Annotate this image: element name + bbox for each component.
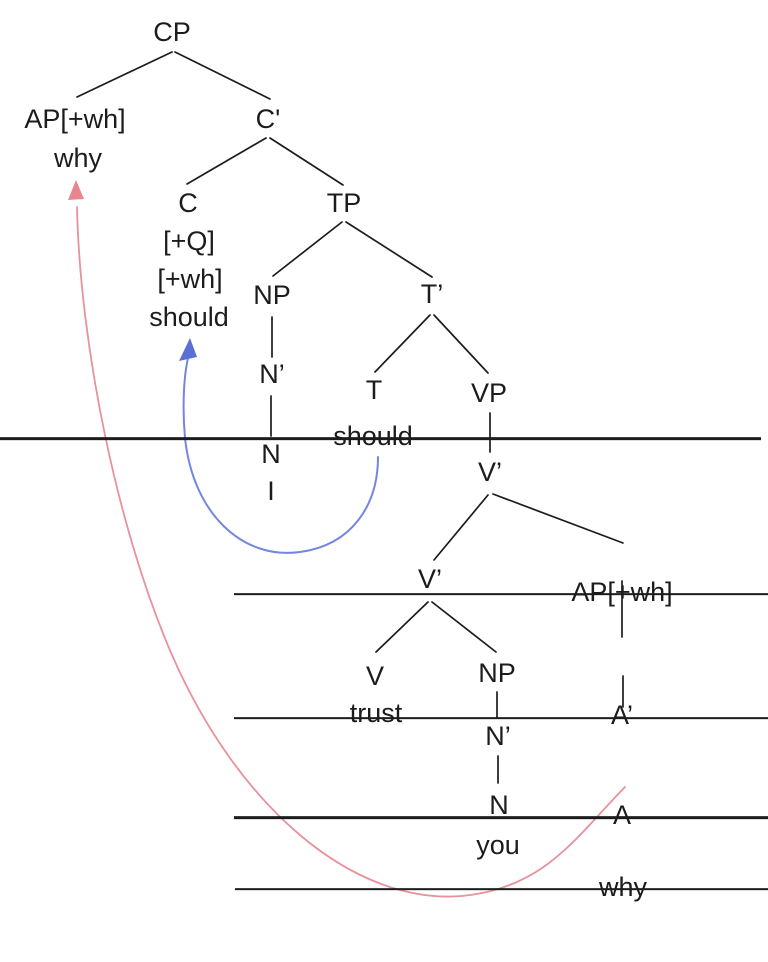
node-c-bar: C': [255, 104, 281, 135]
trace-a-bar: A’: [234, 701, 768, 732]
edge-vbar-v: [375, 601, 429, 653]
t-to-c-arrowhead-icon: [179, 338, 197, 361]
node-n-bar-subject: N’: [259, 359, 285, 390]
wh-movement-arrow: [76, 206, 626, 898]
node-vp: VP: [470, 378, 508, 409]
edge-cp-cbar: [174, 51, 271, 100]
node-cp: CP: [153, 17, 191, 48]
node-tp: TP: [326, 188, 362, 219]
word-i: I: [267, 476, 275, 507]
word-you: you: [476, 830, 520, 861]
node-c-feature-q: [+Q]: [163, 226, 215, 257]
t-to-c-movement-arrow: [182, 353, 379, 554]
edge-cp-ap: [76, 51, 173, 98]
node-v-bar-upper: V’: [477, 457, 503, 488]
edge-vbar-vbar: [433, 494, 489, 561]
node-np-subject: NP: [253, 280, 291, 311]
node-v-bar-lower: V’: [417, 564, 443, 595]
edge-cbar-tp: [269, 137, 344, 186]
node-n-bar-object: N’: [485, 721, 511, 752]
trace-a: A: [234, 801, 768, 831]
node-c-feature-wh: [+wh]: [157, 264, 223, 295]
node-should-moved: should: [149, 302, 229, 333]
node-n-object: N: [489, 790, 509, 821]
node-c: C: [178, 188, 198, 219]
trace-why: why: [235, 872, 768, 903]
node-ap-spec: AP[+wh]: [24, 104, 126, 135]
node-why-moved: why: [53, 143, 103, 174]
wh-movement-arrowhead-icon: [68, 180, 84, 200]
edge-tp-tbar: [345, 221, 433, 278]
trace-ap-wh: AP[+wh]: [234, 577, 768, 608]
node-np-object: NP: [478, 658, 516, 689]
edge-tbar-t: [374, 314, 431, 373]
edge-tp-np: [272, 221, 343, 277]
node-t-bar: T’: [420, 279, 444, 310]
node-n-subject: N: [261, 439, 281, 470]
word-trust: trust: [349, 698, 403, 729]
edge-tbar-vp: [433, 314, 489, 374]
node-t: T: [365, 375, 383, 406]
edge-vbar-np: [431, 601, 497, 653]
edge-vbar-aptrace: [492, 493, 624, 544]
node-v: V: [365, 661, 385, 692]
edge-cbar-c: [186, 137, 267, 185]
trace-should: should: [0, 421, 761, 452]
